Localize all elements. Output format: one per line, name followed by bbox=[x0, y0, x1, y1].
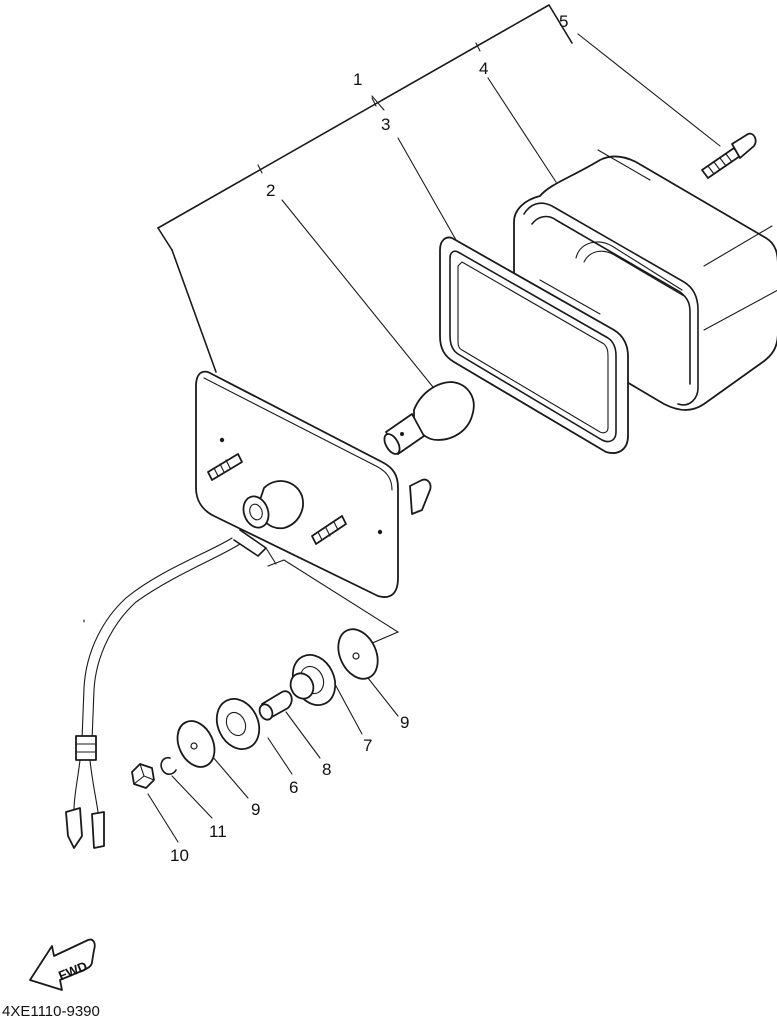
callout-11: 11 bbox=[209, 822, 227, 841]
gasket-part-3 bbox=[439, 236, 629, 454]
callout-4: 4 bbox=[479, 59, 488, 78]
callout-6: 6 bbox=[289, 778, 298, 797]
washer-part-9-lower bbox=[176, 720, 216, 768]
callout-9-upper: 9 bbox=[400, 713, 409, 732]
assembly-bracket bbox=[157, 4, 573, 373]
callout-5: 5 bbox=[559, 12, 568, 31]
leader-lines bbox=[147, 33, 721, 843]
collar-part-8 bbox=[258, 690, 293, 721]
grommet-part-7 bbox=[289, 654, 337, 706]
bulb-part-2 bbox=[383, 381, 475, 455]
diagram-code: 4XE1110-9390 bbox=[2, 1003, 100, 1019]
callout-7: 7 bbox=[363, 736, 372, 755]
grommet-part-6 bbox=[215, 698, 261, 750]
screw-part-5 bbox=[701, 132, 757, 179]
callout-2: 2 bbox=[266, 181, 275, 200]
base-plate-assembly bbox=[65, 370, 432, 849]
callout-labels: 1 2 3 4 5 9 7 8 6 9 11 10 bbox=[170, 12, 568, 865]
callout-8: 8 bbox=[322, 760, 331, 779]
washer-part-9-upper bbox=[337, 628, 379, 680]
callout-10: 10 bbox=[170, 846, 189, 865]
callout-9-lower: 9 bbox=[251, 800, 260, 819]
spring-washer-part-11 bbox=[160, 756, 177, 775]
callout-1: 1 bbox=[353, 70, 362, 89]
nut-part-10 bbox=[131, 763, 155, 789]
fwd-arrow-icon: FWD bbox=[29, 938, 96, 991]
callout-3: 3 bbox=[381, 115, 390, 134]
explode-guide bbox=[265, 547, 400, 651]
